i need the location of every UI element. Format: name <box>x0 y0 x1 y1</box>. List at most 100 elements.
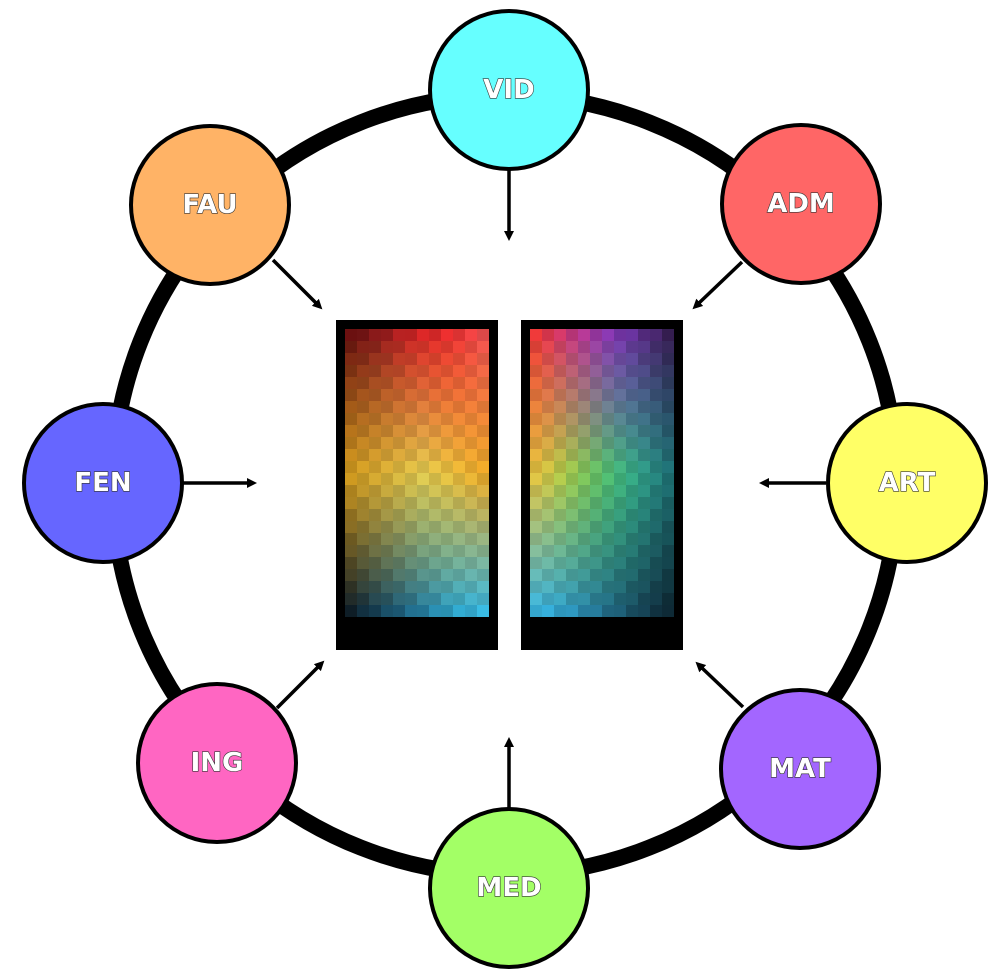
palette-cell <box>477 473 489 485</box>
palette-cell <box>638 341 650 353</box>
palette-cell <box>602 413 614 425</box>
palette-cell <box>417 365 429 377</box>
palette-cell <box>578 593 590 605</box>
palette-cell <box>453 545 465 557</box>
palette-cell <box>393 389 405 401</box>
palette-cell <box>453 605 465 617</box>
palette-cell <box>602 545 614 557</box>
palette-cell <box>417 449 429 461</box>
node-label-fau: FAU <box>182 190 237 220</box>
palette-cell <box>662 485 674 497</box>
palette-cell <box>381 605 393 617</box>
palette-cell <box>662 425 674 437</box>
center-panels <box>336 320 683 650</box>
palette-cell <box>662 437 674 449</box>
palette-cell <box>345 425 357 437</box>
palette-cell <box>638 497 650 509</box>
palette-cell <box>578 473 590 485</box>
palette-cell <box>602 365 614 377</box>
palette-cell <box>542 593 554 605</box>
palette-cell <box>650 521 662 533</box>
palette-cell <box>530 605 542 617</box>
palette-cell <box>650 485 662 497</box>
node-mat: MAT <box>719 688 881 850</box>
palette-cell <box>357 557 369 569</box>
palette-cell <box>429 557 441 569</box>
palette-cell <box>650 449 662 461</box>
palette-cell <box>345 509 357 521</box>
palette-cell <box>381 521 393 533</box>
palette-cell <box>602 521 614 533</box>
palette-cell <box>369 461 381 473</box>
palette-cell <box>650 533 662 545</box>
palette-cell <box>530 329 542 341</box>
palette-cell <box>393 449 405 461</box>
left-palette-grid <box>345 329 489 617</box>
palette-cell <box>626 389 638 401</box>
node-fen: FEN <box>22 402 184 564</box>
palette-cell <box>357 473 369 485</box>
palette-cell <box>566 605 578 617</box>
palette-cell <box>566 545 578 557</box>
palette-cell <box>626 593 638 605</box>
palette-cell <box>554 449 566 461</box>
palette-cell <box>554 569 566 581</box>
palette-cell <box>578 329 590 341</box>
palette-cell <box>530 509 542 521</box>
palette-cell <box>566 569 578 581</box>
palette-cell <box>405 521 417 533</box>
palette-cell <box>405 581 417 593</box>
palette-cell <box>590 509 602 521</box>
palette-cell <box>542 353 554 365</box>
palette-cell <box>405 569 417 581</box>
palette-cell <box>566 461 578 473</box>
palette-cell <box>441 389 453 401</box>
palette-cell <box>614 569 626 581</box>
palette-cell <box>566 593 578 605</box>
palette-cell <box>477 569 489 581</box>
palette-cell <box>477 533 489 545</box>
palette-cell <box>650 569 662 581</box>
palette-cell <box>554 473 566 485</box>
palette-cell <box>477 341 489 353</box>
palette-cell <box>566 365 578 377</box>
palette-cell <box>465 521 477 533</box>
palette-cell <box>614 437 626 449</box>
palette-cell <box>453 557 465 569</box>
palette-cell <box>542 365 554 377</box>
arrow-mat <box>695 661 745 709</box>
palette-cell <box>429 593 441 605</box>
palette-cell <box>542 413 554 425</box>
palette-cell <box>465 485 477 497</box>
palette-cell <box>441 533 453 545</box>
palette-cell <box>638 437 650 449</box>
palette-cell <box>477 389 489 401</box>
palette-cell <box>602 353 614 365</box>
palette-cell <box>626 581 638 593</box>
palette-cell <box>393 593 405 605</box>
palette-cell <box>650 557 662 569</box>
palette-cell <box>477 449 489 461</box>
palette-cell <box>369 353 381 365</box>
palette-cell <box>554 509 566 521</box>
palette-cell <box>429 605 441 617</box>
palette-cell <box>602 341 614 353</box>
palette-cell <box>566 449 578 461</box>
palette-cell <box>369 365 381 377</box>
palette-cell <box>542 377 554 389</box>
node-label-adm: ADM <box>767 189 835 219</box>
palette-cell <box>542 341 554 353</box>
palette-cell <box>453 353 465 365</box>
palette-cell <box>393 485 405 497</box>
palette-cell <box>429 533 441 545</box>
palette-cell <box>453 329 465 341</box>
palette-cell <box>357 581 369 593</box>
palette-cell <box>417 557 429 569</box>
palette-cell <box>590 473 602 485</box>
palette-cell <box>566 425 578 437</box>
palette-cell <box>405 425 417 437</box>
palette-cell <box>614 425 626 437</box>
palette-cell <box>417 353 429 365</box>
palette-cell <box>590 605 602 617</box>
palette-cell <box>465 461 477 473</box>
